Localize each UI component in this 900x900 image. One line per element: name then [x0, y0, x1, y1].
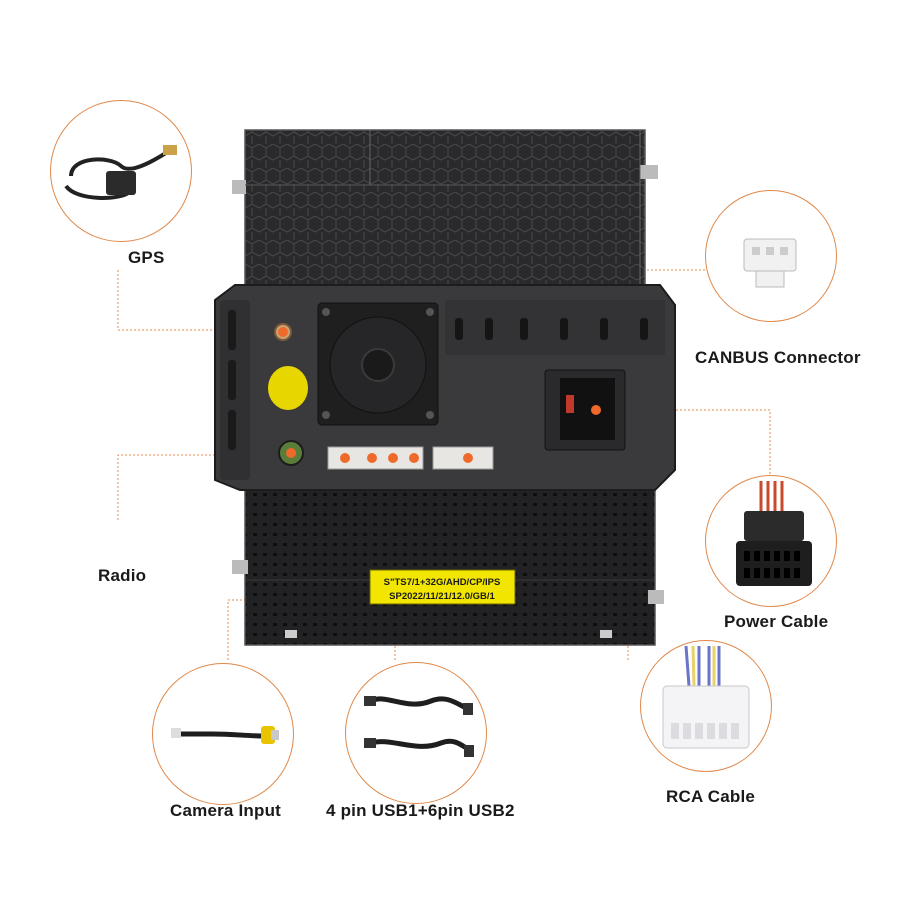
- chassis-bottom: [232, 489, 664, 646]
- radio-label: Radio: [98, 566, 147, 585]
- sticker-line-2: SP2022/11/21/12.0/GB/1: [389, 591, 495, 602]
- canbus-connector-image: [743, 238, 797, 288]
- power-cable-callout: [705, 475, 837, 607]
- canbus-connector-callout: [705, 190, 837, 322]
- usb-cable-callout: [345, 662, 487, 804]
- camera-input-callout: [152, 663, 294, 805]
- camera-cable-image: [171, 726, 279, 744]
- sticker-line-1: S"TS7/1+32G/AHD/CP/IPS: [384, 577, 501, 588]
- canbus-label: CANBUS Connector: [695, 348, 861, 367]
- power-cable-image: [736, 481, 812, 586]
- chassis-top: [232, 129, 658, 291]
- usb-label: 4 pin USB1+6pin USB2: [326, 801, 515, 820]
- rca-cable-callout: [640, 640, 772, 772]
- power-cable-label: Power Cable: [724, 612, 829, 631]
- camera-input-label: Camera Input: [170, 801, 282, 820]
- rca-cable-label: RCA Cable: [666, 787, 756, 806]
- gps-antenna-callout: [50, 100, 192, 242]
- connector-panel: [214, 284, 676, 605]
- usb-cable-image: [364, 696, 474, 757]
- rca-cable-image: [662, 645, 750, 749]
- gps-antenna-image: [64, 145, 177, 200]
- gps-label: GPS: [128, 248, 165, 267]
